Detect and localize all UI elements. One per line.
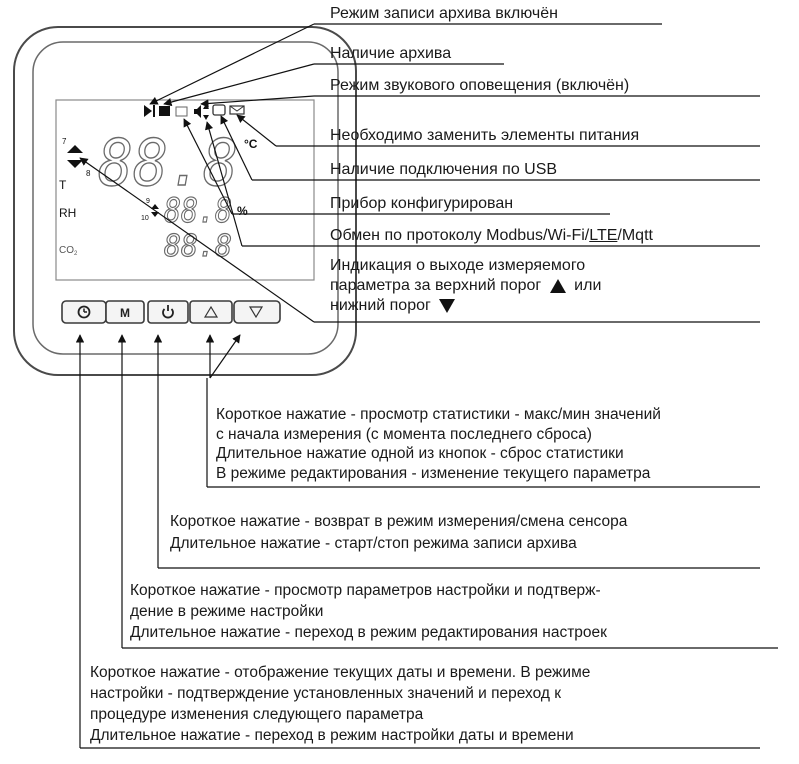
upper-threshold-icon <box>67 145 83 153</box>
display-row1-digits: 88.8 <box>98 127 238 201</box>
desc-clock-button: Короткое нажатие - отображение текущих д… <box>90 664 591 744</box>
button-leader-lines <box>75 334 778 749</box>
label-configured: Прибор конфигурирован <box>330 195 514 212</box>
lcd-screen <box>55 99 315 281</box>
number-9: 9 <box>146 198 150 205</box>
mode-button-label: M <box>120 306 130 320</box>
triangle-down-icon <box>248 306 264 319</box>
desc-power-button: Короткое нажатие - возврат в режим измер… <box>170 513 628 552</box>
label-sound-alert: Режим звукового оповещения (включён) <box>330 77 630 94</box>
top-leader-lines <box>79 23 760 323</box>
desc-arrow-buttons: Короткое нажатие - просмотр статистики -… <box>216 406 661 482</box>
power-button[interactable] <box>147 300 189 324</box>
number-8: 8 <box>86 169 91 178</box>
label-usb-connected: Наличие подключения по USB <box>330 161 558 178</box>
device-inner-frame <box>32 41 339 355</box>
label-archive-recording: Режим записи архива включён <box>330 5 558 22</box>
label-threshold: Индикация о выходе измеряемого параметра… <box>330 257 602 314</box>
unit-celsius: °C <box>244 137 258 151</box>
mode-button[interactable]: M <box>105 300 145 324</box>
display-row3-digits: 88.8 <box>164 229 232 264</box>
clock-icon <box>77 305 91 319</box>
up-button[interactable] <box>189 300 233 324</box>
battery-icon <box>229 105 245 115</box>
lower-threshold-legend-icon <box>439 298 456 313</box>
upper-threshold-legend-icon <box>549 278 566 293</box>
row2-down-icon <box>151 212 159 217</box>
exchange-arrows-icon <box>203 104 209 120</box>
speaker-icon <box>194 105 201 118</box>
unit-percent: % <box>237 204 248 218</box>
number-10: 10 <box>141 215 149 222</box>
clock-button[interactable] <box>61 300 107 324</box>
desc-mode-button: Короткое нажатие - просмотр параметров н… <box>130 582 607 641</box>
label-t: T <box>59 178 67 192</box>
record-play-icon <box>144 105 152 117</box>
power-icon <box>162 305 174 319</box>
label-rh: RH <box>59 206 76 220</box>
configured-icon <box>175 106 188 117</box>
row2-up-icon <box>151 204 159 209</box>
lower-threshold-icon <box>67 160 83 168</box>
number-7: 7 <box>62 137 67 146</box>
label-battery-replace: Необходимо заменить элементы питания <box>330 127 640 144</box>
down-button[interactable] <box>233 300 281 324</box>
record-bar-icon <box>153 105 155 117</box>
archive-icon <box>159 106 170 116</box>
display-row2-digits: 88.8 <box>164 191 232 231</box>
label-exchange: Обмен по протоколу Modbus/Wi-Fi/LTE/Mqtt <box>330 227 653 244</box>
label-archive-present: Наличие архива <box>330 45 452 62</box>
label-co2: CO2 <box>59 245 78 257</box>
triangle-up-icon <box>203 305 219 318</box>
usb-icon <box>212 104 226 116</box>
